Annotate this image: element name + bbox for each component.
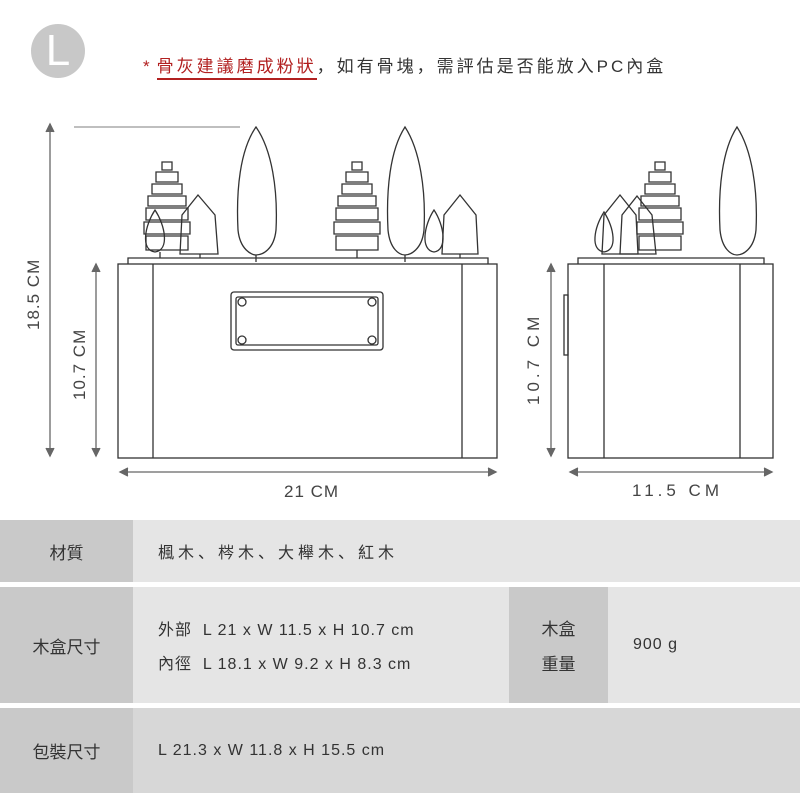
weight-value: 900 g — [608, 587, 800, 703]
package-value: L 21.3 x W 11.8 x H 15.5 cm — [133, 708, 800, 793]
product-diagram — [45, 122, 774, 477]
weight-label-2: 重量 — [541, 655, 576, 674]
spec-row-material: 材質 楓木、梣木、大櫸木、紅木 — [0, 520, 800, 582]
side-height-label: 10.7 CM — [524, 312, 543, 405]
weight-label-1: 木盒 — [541, 620, 576, 639]
notice-highlight: 骨灰建議磨成粉狀 — [156, 57, 317, 80]
spec-row-package: 包裝尺寸 L 21.3 x W 11.8 x H 15.5 cm — [0, 708, 800, 793]
material-value: 楓木、梣木、大櫸木、紅木 — [133, 520, 800, 582]
front-height-label: 10.7 CM — [70, 328, 89, 400]
notice-rest: ，如有骨塊，需評估是否能放入PC內盒 — [316, 57, 667, 76]
asterisk: * — [143, 57, 153, 76]
notice-text: *骨灰建議磨成粉狀，如有骨塊，需評估是否能放入PC內盒 — [143, 52, 667, 80]
front-box — [117, 257, 498, 459]
package-label: 包裝尺寸 — [0, 708, 133, 793]
size-badge: L — [31, 24, 85, 78]
material-label: 材質 — [0, 520, 133, 582]
dimension-lines — [45, 122, 774, 477]
length-label: 21 CM — [284, 482, 340, 501]
side-box — [563, 125, 774, 459]
total-height-label: 18.5 CM — [24, 258, 43, 330]
inner-size: 內徑 L 18.1 x W 9.2 x H 8.3 cm — [158, 656, 412, 673]
spec-row-box-size: 木盒尺寸 外部 L 21 x W 11.5 x H 10.7 cm 內徑 L 1… — [0, 587, 800, 703]
box-size-label: 木盒尺寸 — [0, 587, 133, 703]
outer-size: 外部 L 21 x W 11.5 x H 10.7 cm — [158, 622, 415, 639]
front-trees — [143, 125, 479, 262]
width-label: 11.5 CM — [632, 481, 723, 500]
name-plaque — [230, 291, 384, 351]
